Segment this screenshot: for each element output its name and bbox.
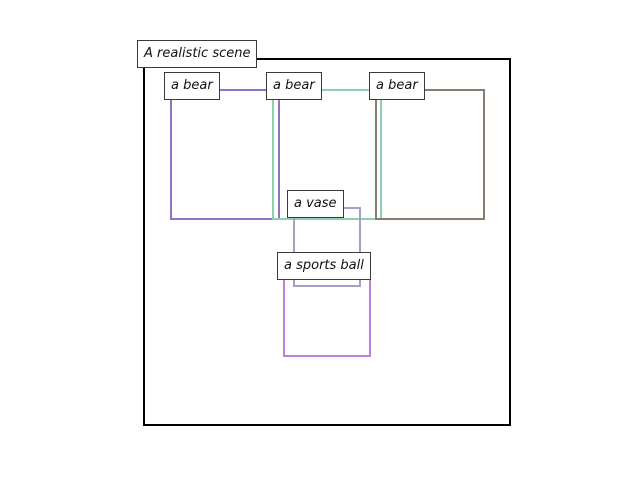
bear-label-3: a bear: [369, 72, 425, 100]
sports-ball-label: a sports ball: [277, 252, 371, 280]
scene-label: A realistic scene: [137, 40, 258, 68]
bear-label-1: a bear: [164, 72, 220, 100]
bear-box-3: [375, 89, 485, 220]
bear-label-2: a bear: [266, 72, 322, 100]
scene-frame: [143, 58, 511, 426]
sports-ball-box: [283, 270, 371, 357]
bear-box-2: [272, 89, 382, 220]
vase-label: a vase: [287, 190, 344, 218]
bear-box-1: [170, 89, 280, 220]
